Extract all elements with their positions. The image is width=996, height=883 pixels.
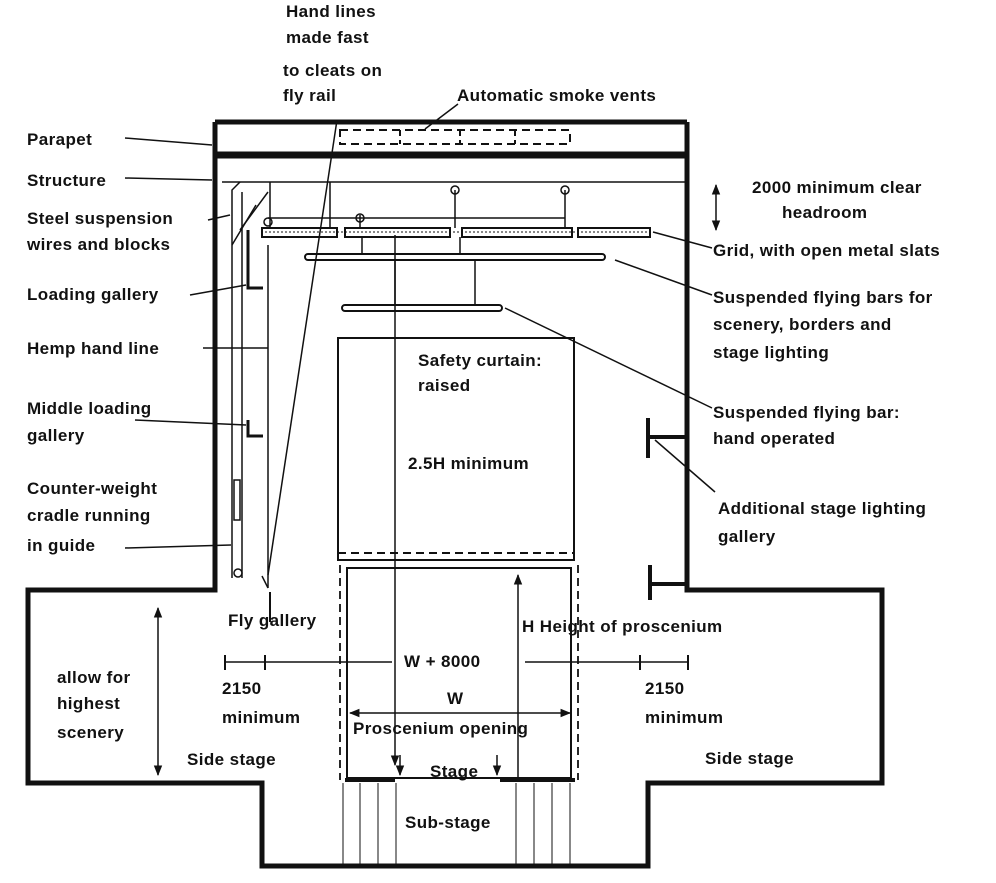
smoke-vents <box>339 129 571 145</box>
label-headroom-1: 2000 minimum clear <box>752 178 922 197</box>
label-allow-3: scenery <box>57 723 124 742</box>
label-middle-2: gallery <box>27 426 85 445</box>
label-fly-gallery: Fly gallery <box>228 611 317 630</box>
label-sub-stage: Sub-stage <box>405 813 491 832</box>
label-side-dim-left-1: 2150 <box>222 679 261 698</box>
label-stage: Stage <box>430 762 478 781</box>
grid-slats <box>261 182 651 238</box>
label-smoke-vents: Automatic smoke vents <box>457 86 656 105</box>
label-additional-lighting-2: gallery <box>718 527 776 546</box>
label-hand-lines-4: fly rail <box>283 86 336 105</box>
label-height-minimum: 2.5H minimum <box>408 454 529 473</box>
label-structure: Structure <box>27 171 106 190</box>
label-additional-lighting-1: Additional stage lighting <box>718 499 926 518</box>
label-allow-1: allow for <box>57 668 131 687</box>
label-flying-3: stage lighting <box>713 343 829 362</box>
label-hand-lines-3: to cleats on <box>283 61 382 80</box>
label-steel-2: wires and blocks <box>26 235 170 254</box>
flying-bars <box>304 237 606 312</box>
label-side-stage-right: Side stage <box>705 749 794 768</box>
label-safety-curtain-2: raised <box>418 376 471 395</box>
label-middle-1: Middle loading <box>27 399 152 418</box>
safety-curtain <box>337 337 575 561</box>
label-steel-1: Steel suspension <box>27 209 173 228</box>
label-flying-1: Suspended flying bars for <box>713 288 933 307</box>
label-hand-lines-2: made fast <box>286 28 369 47</box>
proscenium-opening-outline <box>339 565 579 780</box>
label-side-stage-left: Side stage <box>187 750 276 769</box>
label-side-dim-right-2: minimum <box>645 708 723 727</box>
label-counterweight-1: Counter-weight <box>27 479 157 498</box>
label-safety-curtain-1: Safety curtain: <box>418 351 542 370</box>
label-hand-lines-1: Hand lines <box>286 2 376 21</box>
label-parapet: Parapet <box>27 130 92 149</box>
label-proscenium-opening: Proscenium opening <box>353 719 528 738</box>
label-w-plus-8000: W + 8000 <box>404 652 480 671</box>
dimension-lines <box>153 183 721 780</box>
label-allow-2: highest <box>57 694 120 713</box>
label-hand-bar-2: hand operated <box>713 429 835 448</box>
building-outline <box>25 119 885 869</box>
label-hand-bar-1: Suspended flying bar: <box>713 403 900 422</box>
label-proscenium-height: H Height of proscenium <box>522 617 723 636</box>
label-hemp-hand-line: Hemp hand line <box>27 339 159 358</box>
sub-stage-supports <box>342 783 571 864</box>
right-lighting-galleries <box>646 418 687 600</box>
label-side-dim-right-1: 2150 <box>645 679 684 698</box>
label-headroom-2: headroom <box>782 203 867 222</box>
stage-floor <box>345 755 575 782</box>
left-rigging <box>231 119 338 589</box>
label-counterweight-2: cradle running <box>27 506 151 525</box>
label-grid: Grid, with open metal slats <box>713 241 940 260</box>
label-w: W <box>447 689 464 708</box>
label-flying-2: scenery, borders and <box>713 315 892 334</box>
leader-lines <box>124 103 716 549</box>
label-side-dim-left-2: minimum <box>222 708 300 727</box>
label-loading-gallery: Loading gallery <box>27 285 159 304</box>
label-counterweight-3: in guide <box>27 536 95 555</box>
